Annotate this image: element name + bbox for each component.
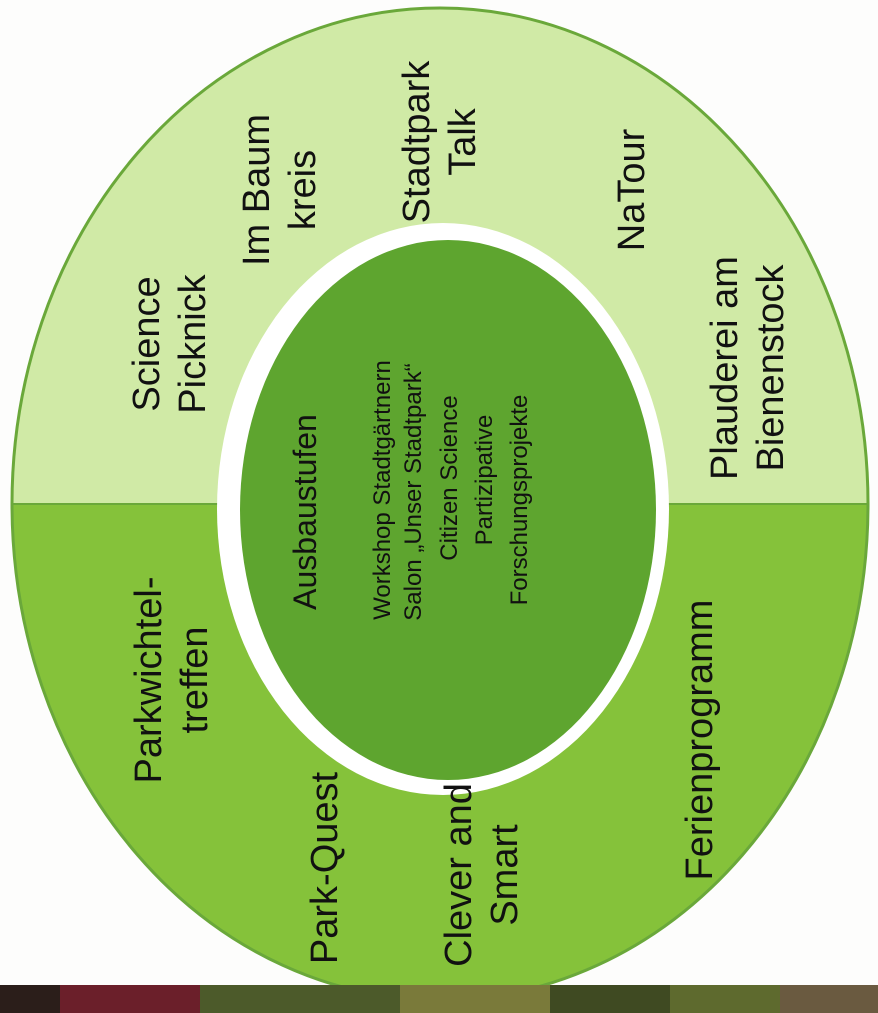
center-item: Citizen Science [436,395,463,560]
label-plauderei-am-bienenstock-line: Bienenstock [750,263,792,471]
center-disc [240,240,656,780]
label-clever-and-smart-line: Smart [484,824,526,926]
label-natour-line: NaTour [611,128,653,251]
center-item: Forschungsprojekte [506,395,533,606]
label-park-quest: Park-Quest [304,771,346,964]
center-item-line: Workshop Stadtgärtnern [369,360,396,620]
center-item: Salon „Unser Stadtpark“ [400,363,427,620]
center-item: Partizipative [471,415,498,546]
center-item-line: Citizen Science [436,395,463,560]
label-ferienprogramm-line: Ferienprogramm [679,600,721,881]
label-im-baumkreis-line: kreis [282,150,324,230]
label-parkwichteltreffen-line: Parkwichtel- [128,577,170,784]
center-title: Ausbaustufen [287,414,323,610]
label-natour: NaTour [611,128,653,251]
photo-strip-block [60,985,200,1013]
center-title-line: Ausbaustufen [287,414,323,610]
label-ferienprogramm: Ferienprogramm [679,600,721,881]
label-park-quest-line: Park-Quest [304,771,346,964]
photo-strip-block [780,985,878,1013]
label-im-baumkreis-line: Im Baum [236,114,278,266]
photo-strip-block [670,985,780,1013]
photo-strip [0,985,878,1013]
label-stadtpark-talk-line: Talk [442,107,484,176]
center-item: Workshop Stadtgärtnern [369,360,396,620]
center-item-line: Forschungsprojekte [506,395,533,606]
label-science-picknick-line: Science [126,276,168,411]
label-clever-and-smart-line: Clever and [438,783,480,967]
photo-strip-block [550,985,670,1013]
photo-strip-block [200,985,400,1013]
label-stadtpark-talk-line: Stadtpark [396,60,438,224]
center-item-line: Partizipative [471,415,498,546]
label-science-picknick-line: Picknick [172,273,214,413]
photo-strip-block [0,985,60,1013]
label-plauderei-am-bienenstock-line: Plauderei am [704,256,746,480]
center-item-line: Salon „Unser Stadtpark“ [400,363,427,620]
label-parkwichteltreffen: Parkwichtel-treffen [128,577,216,784]
photo-strip-block [400,985,550,1013]
label-parkwichteltreffen-line: treffen [174,626,216,733]
